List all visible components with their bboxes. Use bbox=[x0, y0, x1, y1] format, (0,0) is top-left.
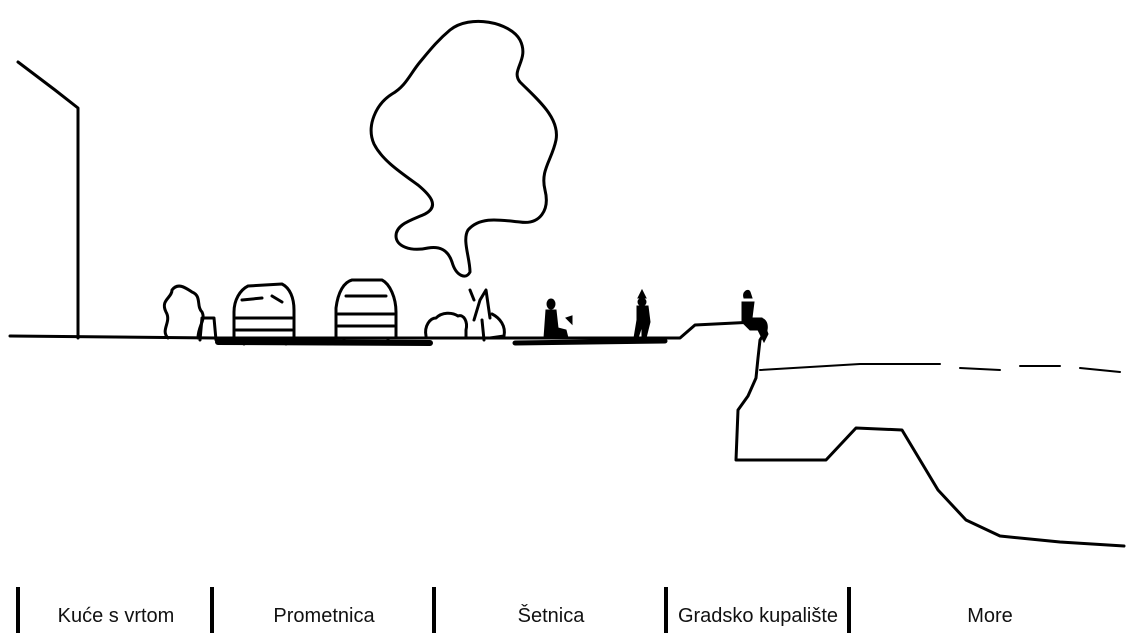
house-outline bbox=[16, 60, 80, 340]
zone-label-houses: Kuće s vrtom bbox=[57, 605, 175, 627]
promenade-surface bbox=[512, 338, 668, 346]
person-walking bbox=[633, 288, 651, 339]
street-section-sketch bbox=[8, 19, 1126, 548]
zone-label-sea: More bbox=[967, 605, 1013, 627]
zone-divider bbox=[664, 587, 668, 633]
car-left bbox=[232, 282, 296, 346]
zone-label-public-beach: Gradsko kupalište bbox=[677, 605, 839, 627]
car-right bbox=[334, 278, 398, 346]
zone-divider bbox=[847, 587, 851, 633]
cliff-edge bbox=[734, 317, 1126, 548]
person-sitting bbox=[543, 298, 573, 339]
person-on-cliff bbox=[741, 289, 769, 344]
zone-labels: Kuće s vrtom Prometnica Šetnica Gradsko … bbox=[0, 583, 1126, 635]
road-surface bbox=[215, 339, 433, 346]
tree bbox=[369, 19, 558, 342]
zone-divider bbox=[210, 587, 214, 633]
sea-surface bbox=[759, 363, 1121, 373]
zone-divider bbox=[432, 587, 436, 633]
garden-bush bbox=[162, 284, 218, 342]
hedge bbox=[424, 311, 468, 340]
zone-divider bbox=[16, 587, 20, 633]
zone-label-promenade: Šetnica bbox=[517, 605, 585, 627]
ground-line bbox=[8, 320, 757, 340]
zone-label-road: Prometnica bbox=[273, 605, 375, 627]
